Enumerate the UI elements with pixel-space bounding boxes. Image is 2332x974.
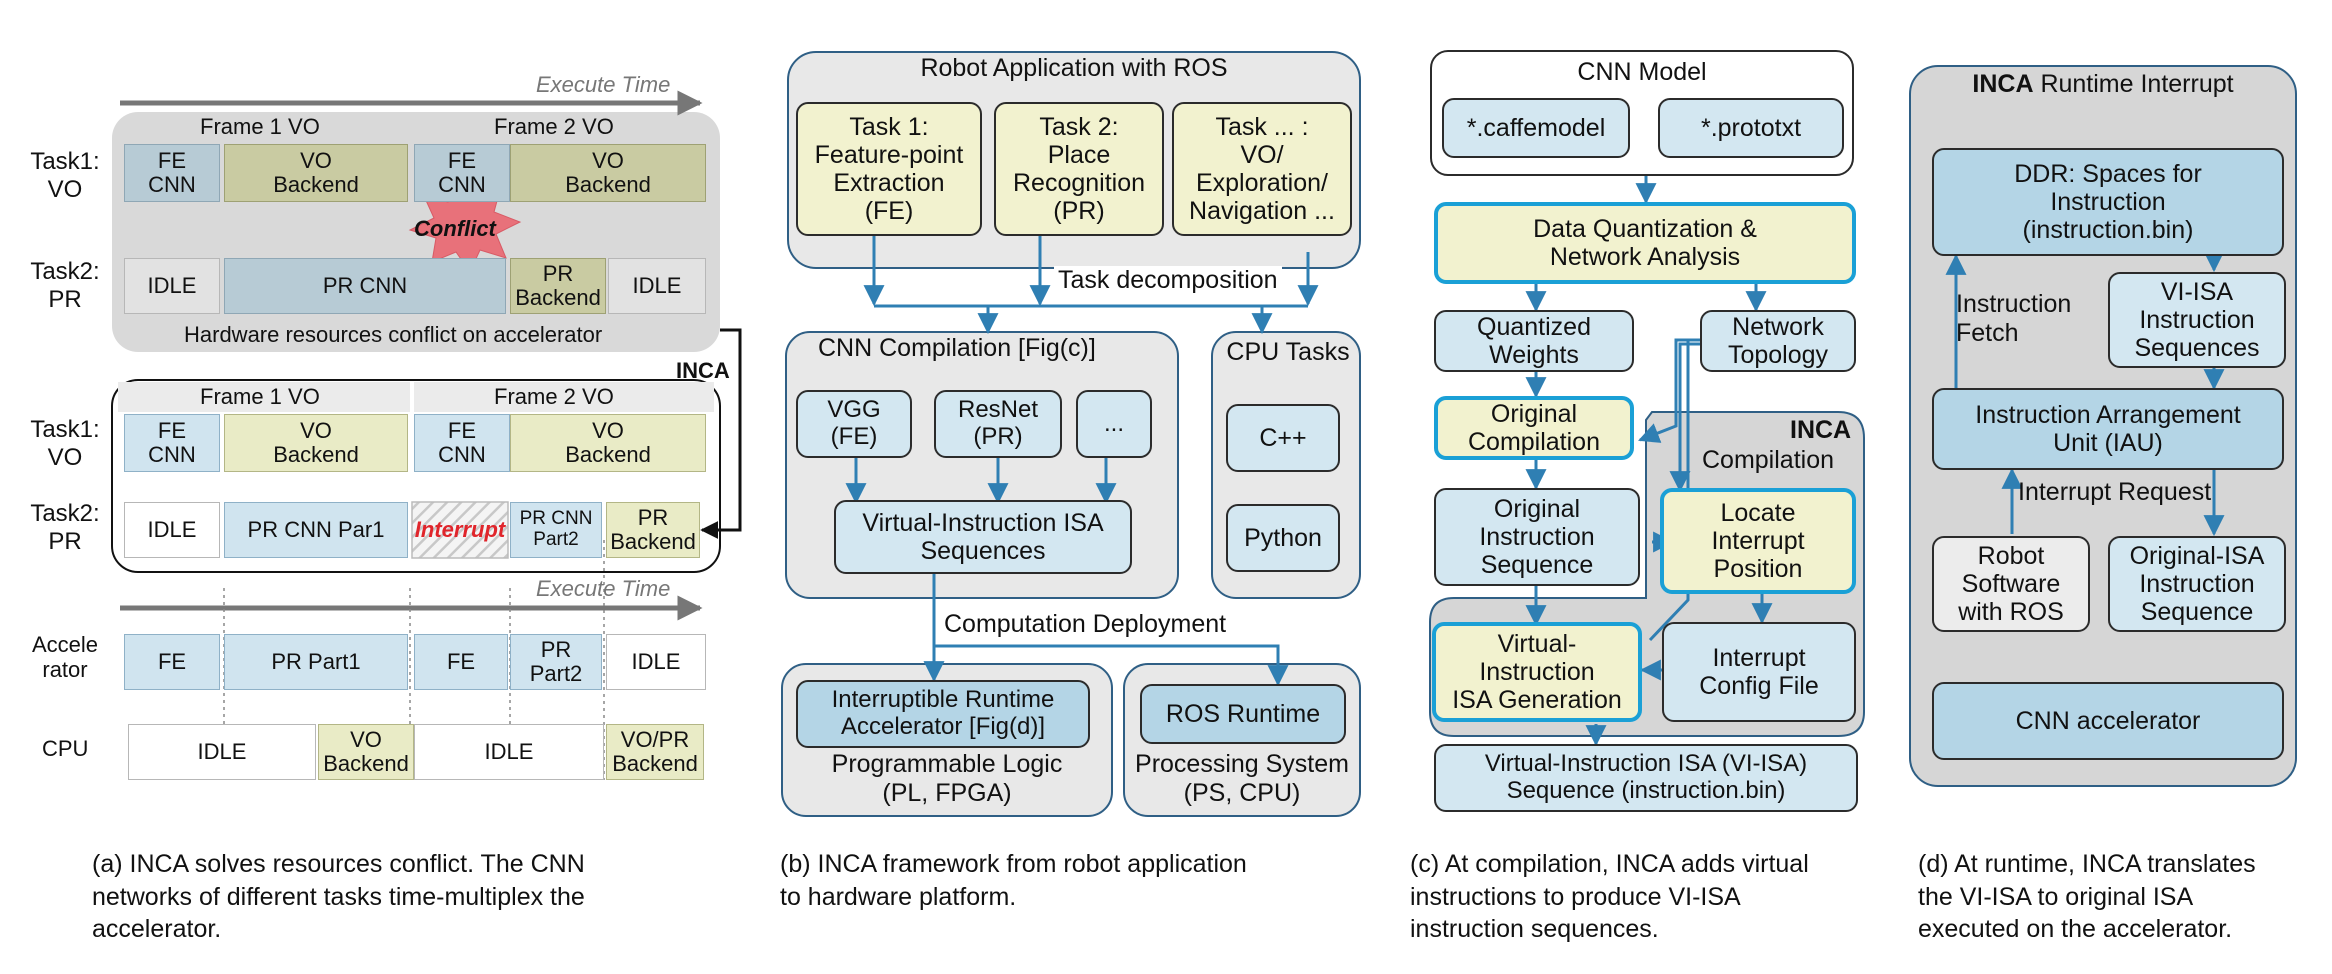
inca-compilation-label: Compilation xyxy=(1702,446,1835,474)
caffemodel-box: *.caffemodel xyxy=(1442,98,1630,158)
accel-fe-2: FE xyxy=(414,634,508,690)
vo-backend-2-mid: VO Backend xyxy=(510,414,706,472)
pr-backend-mid: PR Backend xyxy=(606,502,700,558)
ros-runtime-box: ROS Runtime xyxy=(1140,684,1346,744)
task1-box: Task 1: Feature-point Extraction (FE) xyxy=(796,102,982,236)
fe-cnn-2-top: FE CNN xyxy=(414,144,510,202)
cnn-accelerator-box: CNN accelerator xyxy=(1932,682,2284,760)
pr-cnn-part2-mid: PR CNN Part2 xyxy=(510,502,602,558)
task2-box: Task 2: Place Recognition (PR) xyxy=(994,102,1164,236)
network-topology-box: Network Topology xyxy=(1700,310,1856,372)
caption-b: (b) INCA framework from robot applicatio… xyxy=(780,850,1247,911)
cpp-box: C++ xyxy=(1226,404,1340,472)
fe-cnn-2-mid: FE CNN xyxy=(414,414,510,472)
original-compilation-box: Original Compilation xyxy=(1434,396,1634,460)
inca-runtime-title: INCA Runtime Interrupt xyxy=(1910,70,2296,99)
caption-a: (a) INCA solves resources conflict. The … xyxy=(92,850,585,943)
cpu-idle-1: IDLE xyxy=(128,724,316,780)
vi-isa-sequence-box: Virtual-Instruction ISA (VI-ISA) Sequenc… xyxy=(1434,744,1858,812)
ps-label: Processing System (PS, CPU) xyxy=(1135,750,1349,807)
time-dividers xyxy=(223,540,605,780)
cpu-tasks-title: CPU Tasks xyxy=(1226,338,1350,366)
vi-isa-sequences-box: Virtual-Instruction ISA Sequences xyxy=(834,500,1132,574)
frame2-header-bg xyxy=(414,382,714,412)
hw-conflict-label: Hardware resources conflict on accelerat… xyxy=(184,322,603,347)
inca-arrow-label: INCA xyxy=(676,358,730,383)
task1-label-top: Task1: VO xyxy=(30,148,100,203)
frame2-label-top: Frame 2 VO xyxy=(494,114,614,139)
interrupt-cell-bg xyxy=(411,501,509,559)
conflict-label: Conflict xyxy=(414,216,496,241)
data-quantization-box: Data Quantization & Network Analysis xyxy=(1434,202,1856,284)
idle-1-top: IDLE xyxy=(124,258,220,314)
python-box: Python xyxy=(1226,504,1340,572)
vo-backend-1-top: VO Backend xyxy=(224,144,408,202)
vo-backend-1-mid: VO Backend xyxy=(224,414,408,472)
caption-c: (c) At compilation, INCA adds virtual in… xyxy=(1410,850,1809,943)
interrupt-request-label: Interrupt Request xyxy=(2018,478,2212,506)
cpu-idle-2: IDLE xyxy=(414,724,604,780)
instruction-fetch-label: Instruction Fetch xyxy=(1956,290,2072,347)
vi-isa-instruction-seq-box: VI-ISA Instruction Sequences xyxy=(2108,272,2286,368)
robot-app-title: Robot Application with ROS xyxy=(920,54,1228,82)
cnn-model-title: CNN Model xyxy=(1577,58,1707,86)
task-decomposition-label: Task decomposition xyxy=(1054,266,1282,295)
cpu-vo-pr-backend: VO/PR Backend xyxy=(606,724,704,780)
vo-backend-2-top: VO Backend xyxy=(510,144,706,202)
locate-interrupt-box: Locate Interrupt Position xyxy=(1660,488,1856,594)
panel-b-arrows xyxy=(845,234,1319,687)
vi-isa-generation-box: Virtual- Instruction ISA Generation xyxy=(1432,622,1642,722)
accel-idle: IDLE xyxy=(606,634,706,690)
prototxt-box: *.prototxt xyxy=(1658,98,1844,158)
quantized-weights-box: Quantized Weights xyxy=(1434,310,1634,372)
fe-cnn-1-top: FE CNN xyxy=(124,144,220,202)
fe-cnn-1-mid: FE CNN xyxy=(124,414,220,472)
inca-runtime-title-rest: Runtime Interrupt xyxy=(2033,70,2234,98)
idle-2-top: IDLE xyxy=(608,258,706,314)
frame2-label-mid: Frame 2 VO xyxy=(494,384,614,409)
pl-label: Programmable Logic (PL, FPGA) xyxy=(831,750,1063,807)
pr-cnn-par1: PR CNN Par1 xyxy=(224,502,408,558)
inca-runtime-title-bold: INCA xyxy=(1972,70,2034,98)
frame1-label-top: Frame 1 VO xyxy=(200,114,320,139)
task2-label-top: Task2: PR xyxy=(30,258,100,313)
pr-cnn-top: PR CNN xyxy=(224,258,506,314)
cnn-compilation-title: CNN Compilation [Fig(c)] xyxy=(818,334,1096,362)
inca-compilation-bold: INCA xyxy=(1790,416,1852,444)
interrupt-config-box: Interrupt Config File xyxy=(1662,622,1856,722)
accelerator-label: Accele rator xyxy=(31,632,99,683)
more-models-box: ... xyxy=(1076,390,1152,458)
resnet-box: ResNet (PR) xyxy=(934,390,1062,458)
caption-d: (d) At runtime, INCA translates the VI-I… xyxy=(1918,850,2256,943)
frame1-header-bg xyxy=(118,382,410,412)
accel-fe-1: FE xyxy=(124,634,220,690)
idle-mid: IDLE xyxy=(124,502,220,558)
ddr-box: DDR: Spaces for Instruction (instruction… xyxy=(1932,148,2284,256)
iau-box: Instruction Arrangement Unit (IAU) xyxy=(1932,388,2284,470)
original-instruction-seq-box: Original Instruction Sequence xyxy=(1434,488,1640,586)
computation-deployment-label: Computation Deployment xyxy=(940,610,1231,639)
robot-software-box: Robot Software with ROS xyxy=(1932,536,2090,632)
accel-pr-part2: PR Part2 xyxy=(510,634,602,690)
inca-arrow xyxy=(700,328,742,539)
cpu-vo-backend: VO Backend xyxy=(318,724,414,780)
interrupt-label: Interrupt xyxy=(414,516,506,542)
task3-box: Task ... : VO/ Exploration/ Navigation .… xyxy=(1172,102,1352,236)
vgg-box: VGG (FE) xyxy=(796,390,912,458)
execute-time-label-bottom: Execute Time xyxy=(536,576,671,601)
task1-label-mid: Task1: VO xyxy=(30,416,100,471)
cpu-label: CPU xyxy=(42,736,89,761)
execute-time-label-top: Execute Time xyxy=(536,72,671,97)
accel-pr-part1: PR Part1 xyxy=(224,634,408,690)
pr-backend-top: PR Backend xyxy=(510,258,606,314)
task2-label-mid: Task2: PR xyxy=(30,500,100,555)
panel-d-arrows xyxy=(1945,251,2225,537)
interruptible-runtime-box: Interruptible Runtime Accelerator [Fig(d… xyxy=(796,680,1090,748)
original-isa-seq-box: Original-ISA Instruction Sequence xyxy=(2108,536,2286,632)
frame1-label-mid: Frame 1 VO xyxy=(200,384,320,409)
